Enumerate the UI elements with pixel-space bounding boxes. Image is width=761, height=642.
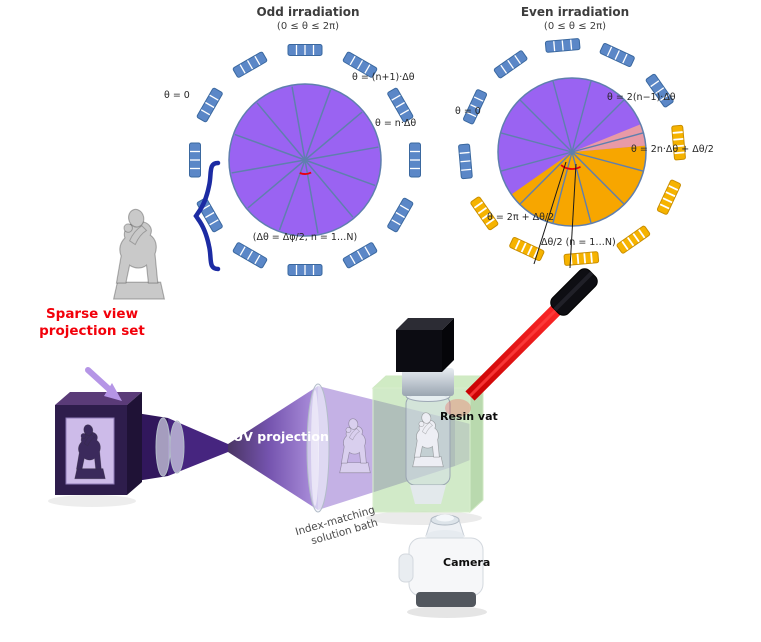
- projection-bar: [232, 51, 268, 78]
- uv-projection-label: UV projection: [233, 429, 329, 444]
- motor-side: [442, 318, 454, 372]
- even-irradiation-ring: [458, 38, 686, 266]
- projection-bar: [196, 87, 223, 123]
- lens-highlight: [311, 390, 319, 506]
- even-label-bottom-left: θ = 2π + Δθ/2: [487, 212, 554, 223]
- projection-bar: [463, 89, 488, 125]
- odd-label-bottom: (Δθ = Δφ/2, n = 1…N): [253, 232, 357, 243]
- laser-core: [468, 304, 562, 398]
- odd-angle-marker: [299, 171, 312, 175]
- even-label-top-right: θ = 2(n−1)·Δθ: [607, 92, 676, 103]
- optical-setup: UV projection Resin vat Camera Index-mat…: [48, 268, 598, 618]
- even-subtitle: (0 ≤ θ ≤ 2π): [544, 21, 606, 32]
- sparse-view-label-line1: Sparse view: [45, 306, 139, 322]
- odd-label-n-angle: θ = n·Δθ: [375, 118, 416, 129]
- pointer-line: [533, 161, 567, 265]
- vat-stand: [410, 485, 446, 504]
- projection-bar: [287, 264, 323, 276]
- projection-bar: [671, 124, 686, 161]
- projection-bar: [645, 73, 674, 108]
- rotation-stage-collar: [402, 368, 454, 396]
- pointer-line: [569, 163, 577, 269]
- projection-bar: [599, 43, 635, 68]
- projection-bar: [616, 225, 651, 254]
- projection-bar: [656, 179, 681, 215]
- projection-bar: [493, 50, 528, 79]
- red-probe-laser: [445, 268, 598, 417]
- projection-bar: [232, 242, 268, 269]
- even-irradiation-diagram: Even irradiation (0 ≤ θ ≤ 2π) θ = 0 θ = …: [455, 5, 714, 269]
- sparse-view-label-line2: projection set: [39, 322, 145, 339]
- dmd-projector-box: [55, 367, 142, 495]
- projection-bar: [342, 51, 378, 78]
- resin-vat: [405, 390, 451, 504]
- projection-bar: [563, 251, 600, 266]
- even-angle-marker: [560, 164, 581, 170]
- projection-bar: [458, 143, 473, 180]
- resin-vat-label: Resin vat: [440, 410, 498, 423]
- shadow: [366, 511, 482, 525]
- even-sector: [511, 145, 646, 227]
- odd-irradiation-ring: [189, 44, 421, 276]
- camera-device: [398, 514, 484, 607]
- shadow: [407, 606, 487, 618]
- box-top: [55, 392, 142, 405]
- projection-bar: [470, 196, 499, 231]
- relay-lens-1: [155, 417, 171, 477]
- rotation-motor: [396, 318, 454, 372]
- sparse-view-label: Sparse view projection set: [24, 306, 160, 340]
- projection-bar: [189, 142, 201, 178]
- even-label-bottom: Δθ/2 (n = 1…N): [541, 237, 616, 248]
- motor-top: [396, 318, 454, 330]
- box-side: [127, 392, 142, 495]
- odd-subtitle: (0 ≤ θ ≤ 2π): [277, 21, 339, 32]
- shadow: [48, 495, 136, 507]
- odd-title: Odd irradiation: [256, 5, 359, 19]
- camera-lens-glass: [436, 514, 454, 522]
- even-label-right: θ = 2n·Δθ + Δθ/2: [631, 144, 714, 155]
- beam-segment: [228, 386, 318, 510]
- projection-bar: [342, 242, 378, 269]
- odd-irradiation-diagram: Odd irradiation (0 ≤ θ ≤ 2π) θ = 0 θ = (…: [164, 5, 421, 276]
- input-arrow-head: [104, 383, 122, 401]
- bath-label: Index-matching solution bath: [294, 504, 379, 547]
- motor-front: [396, 330, 442, 372]
- laser-housing: [550, 268, 598, 316]
- odd-label-next-angle: θ = (n+1)·Δθ: [352, 72, 415, 83]
- even-label-theta0: θ = 0: [455, 106, 481, 117]
- even-sector: [572, 124, 646, 152]
- laser-body-stripe: [553, 271, 594, 312]
- projection-bar: [387, 87, 414, 123]
- odd-label-theta0: θ = 0: [164, 90, 190, 101]
- even-title: Even irradiation: [521, 5, 629, 19]
- projection-bar: [409, 142, 421, 178]
- projection-bar: [509, 236, 545, 261]
- beam-segment: [455, 420, 470, 466]
- brace-glyph: [193, 160, 221, 272]
- projection-set-brace: [193, 160, 221, 272]
- input-arrow: [85, 367, 113, 393]
- projection-bar: [287, 44, 323, 56]
- relay-lens-2: [169, 420, 185, 474]
- projection-bar: [544, 38, 581, 53]
- camera-base: [416, 592, 476, 607]
- laser-glow: [445, 399, 471, 417]
- camera-grip: [398, 553, 414, 583]
- projection-bar: [387, 197, 414, 233]
- camera-label: Camera: [443, 556, 490, 569]
